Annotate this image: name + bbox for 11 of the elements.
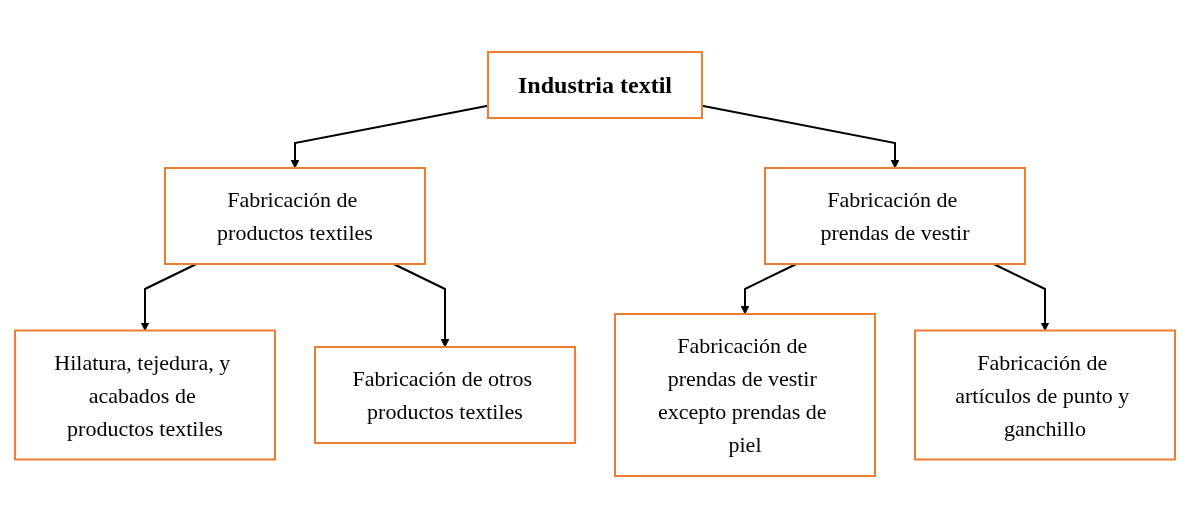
node-box: Fabricación de otros productos textiles: [314, 346, 576, 444]
node-box: Hilatura, tejedura, y acabados de productos textiles: [14, 329, 276, 461]
node-box: Fabricación de artículos de punto y ganchillo: [914, 329, 1176, 461]
arrow: [740, 263, 798, 315]
node-box: Industria textil: [487, 51, 703, 119]
arrow: [392, 263, 450, 348]
node-box: Fabricación de productos textiles: [164, 167, 426, 265]
arrow: [992, 263, 1050, 331]
arrow: [140, 263, 198, 331]
node-box: Fabricación de prendas de vestir: [764, 167, 1026, 265]
node-box: Fabricación de prendas de vestir excepto prendas de piel: [614, 313, 876, 477]
